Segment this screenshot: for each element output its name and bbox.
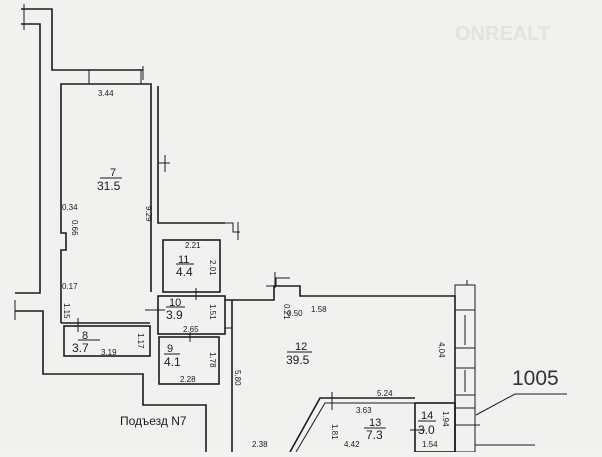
room-13: 13 7.3 — [364, 417, 386, 442]
dimension-label: 10 — [169, 297, 181, 309]
dimension-label: 1.51 — [208, 304, 217, 320]
dimension-label: 4.04 — [437, 342, 446, 358]
room-8: 8 3.7 — [72, 330, 89, 355]
dimension-label: 0.34 — [62, 203, 78, 212]
walls — [14, 4, 567, 453]
dimension-label: 5.24 — [377, 389, 393, 398]
dimension-label: 3.7 — [72, 341, 89, 355]
dimension-label: 3.9 — [166, 308, 183, 322]
dimension-label: 1.94 — [441, 411, 450, 427]
room-14: 14 3.0 — [418, 410, 436, 437]
room-12: 12 39.5 — [286, 341, 312, 367]
dimension-label: 3.0 — [418, 423, 435, 437]
dimension-label: 0.50 — [287, 309, 303, 318]
dimension-label: 14 — [421, 410, 433, 422]
dimension-label: 2.28 — [180, 375, 196, 384]
dimension-label: 7.3 — [366, 428, 383, 442]
dimension-label: 9.29 — [144, 206, 153, 222]
dimension-label: 1.78 — [208, 352, 217, 368]
dimension-label: 8 — [82, 330, 88, 342]
room-11: 11 4.4 — [176, 254, 194, 279]
dimension-label: 0.21 — [282, 304, 291, 320]
dimension-label: 11 — [178, 254, 189, 266]
dimension-label: 12 — [295, 341, 307, 353]
dimension-label: 3.63 — [356, 406, 372, 415]
dimension-label: 1.81 — [330, 424, 339, 440]
dimension-label: 0.17 — [62, 282, 78, 291]
dimension-label: 39.5 — [286, 353, 310, 367]
dimensions: 3.44 9.29 0.34 0.66 0.17 1.15 3.19 1.17 … — [62, 89, 450, 449]
room-9: 9 4.1 — [164, 343, 181, 369]
dimension-label: 0.66 — [70, 220, 79, 236]
dimension-label: 5.80 — [233, 370, 242, 386]
room-7: 7 31.5 — [97, 167, 122, 193]
dimension-label: 1.15 — [62, 303, 71, 319]
room-10: 10 3.9 — [166, 297, 185, 322]
apartment-number-label: 1005 — [512, 367, 559, 390]
dimension-label: 3.44 — [98, 89, 114, 98]
dimension-label: 2.01 — [208, 260, 217, 276]
dimension-label: 13 — [369, 417, 381, 429]
dimension-label: 1.58 — [311, 305, 327, 314]
dimension-label: 4.1 — [164, 355, 181, 369]
dimension-label: 2.38 — [252, 440, 268, 449]
dimension-label: 1.54 — [422, 440, 438, 449]
dimension-label: 3.19 — [101, 348, 117, 357]
entrance-label: Подъезд N7 — [120, 414, 187, 428]
dimension-label: 7 — [110, 167, 116, 179]
dimension-label: 4.42 — [344, 440, 360, 449]
watermark: ONREALT — [455, 23, 550, 45]
dimension-label: 2.65 — [183, 325, 199, 334]
dimension-label: 1.17 — [136, 333, 145, 349]
dimension-label: 31.5 — [97, 179, 121, 193]
dimension-label: 2.21 — [185, 241, 201, 250]
dimension-label: 9 — [167, 343, 173, 355]
dimension-label: 4.4 — [176, 265, 193, 279]
